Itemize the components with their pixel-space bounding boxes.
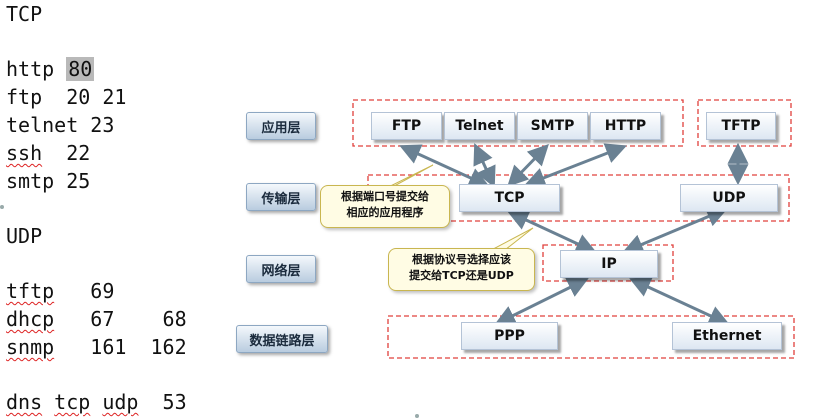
arrow-ip-ethernet bbox=[629, 277, 730, 326]
http-label: http bbox=[6, 57, 55, 81]
layer-application: 应用层 bbox=[246, 112, 316, 140]
arrow-tcp-ip bbox=[507, 210, 597, 254]
callout-protocol-line-1: 根据协议号选择应该 bbox=[412, 253, 511, 266]
arrow-ip-ppp bbox=[494, 278, 589, 325]
port-notes: TCP http 80 ftp 20 21 telnet 23 ssh 22 s… bbox=[0, 0, 240, 420]
layer-datalink: 数据链路层 bbox=[236, 325, 328, 353]
proto-telnet[interactable]: Telnet bbox=[444, 112, 515, 140]
note-ftp: ftp 20 21 bbox=[6, 85, 127, 109]
margin-dot-bottom bbox=[415, 414, 419, 418]
dns-port: 53 bbox=[138, 390, 187, 414]
note-dns: dns tcp udp 53 bbox=[6, 390, 187, 414]
note-http: http 80 bbox=[6, 57, 95, 81]
dhcp-ports: 67 68 bbox=[54, 307, 187, 331]
proto-http[interactable]: HTTP bbox=[590, 112, 661, 140]
network-layer-frame bbox=[542, 244, 674, 282]
callout-protocol: 根据协议号选择应该 提交给TCP还是UDP bbox=[388, 248, 535, 291]
note-smtp: smtp 25 bbox=[6, 169, 91, 193]
tcp-heading: TCP bbox=[6, 2, 43, 26]
callout-port-line-1: 根据端口号提交给 bbox=[341, 190, 429, 203]
arrow-telnet-tcp bbox=[473, 143, 496, 188]
snmp-ports: 161 162 bbox=[54, 335, 187, 359]
dns-label: dns bbox=[6, 390, 43, 414]
arrow-ftp-tcp bbox=[399, 144, 490, 188]
proto-tftp[interactable]: TFTP bbox=[706, 112, 776, 140]
proto-ip[interactable]: IP bbox=[560, 250, 658, 278]
callout-port: 根据端口号提交给 相应的应用程序 bbox=[320, 185, 450, 228]
udp-heading: UDP bbox=[6, 224, 43, 248]
proto-smtp[interactable]: SMTP bbox=[517, 112, 588, 140]
arrow-http-tcp bbox=[524, 143, 627, 188]
note-snmp: snmp 161 162 bbox=[6, 335, 187, 359]
diagram-lines bbox=[322, 99, 795, 359]
note-dhcp: dhcp 67 68 bbox=[6, 307, 187, 331]
proto-tcp[interactable]: TCP bbox=[459, 184, 560, 212]
note-tftp: tftp 69 bbox=[6, 279, 114, 303]
snmp-label: snmp bbox=[6, 335, 55, 359]
proto-ppp[interactable]: PPP bbox=[461, 322, 558, 350]
note-ssh: ssh 22 bbox=[6, 141, 90, 165]
ssh-port: 22 bbox=[42, 141, 91, 165]
margin-dot bbox=[0, 205, 4, 209]
callout-port-line-2: 相应的应用程序 bbox=[346, 206, 424, 219]
tftp-port: 69 bbox=[54, 279, 115, 303]
proto-udp[interactable]: UDP bbox=[680, 184, 778, 212]
proto-ftp[interactable]: FTP bbox=[371, 112, 442, 140]
arrow-udp-ip bbox=[622, 206, 728, 255]
dhcp-label: dhcp bbox=[6, 307, 55, 331]
callout-protocol-line-2: 提交给TCP还是UDP bbox=[409, 269, 514, 282]
note-telnet: telnet 23 bbox=[6, 113, 115, 137]
dns-tcp-label: tcp bbox=[54, 390, 91, 414]
tftp-label: tftp bbox=[6, 279, 55, 303]
dns-udp-label: udp bbox=[102, 390, 139, 414]
http-port-selected[interactable]: 80 bbox=[66, 57, 95, 81]
proto-ethernet[interactable]: Ethernet bbox=[672, 322, 782, 350]
datalink-layer-frame bbox=[387, 315, 795, 359]
ssh-label: ssh bbox=[6, 141, 43, 165]
layer-transport: 传输层 bbox=[246, 183, 316, 211]
protocol-stack-diagram: 应用层 传输层 网络层 数据链路层 FTP Telnet SMTP HTTP T… bbox=[228, 85, 832, 385]
layer-network: 网络层 bbox=[246, 255, 316, 283]
